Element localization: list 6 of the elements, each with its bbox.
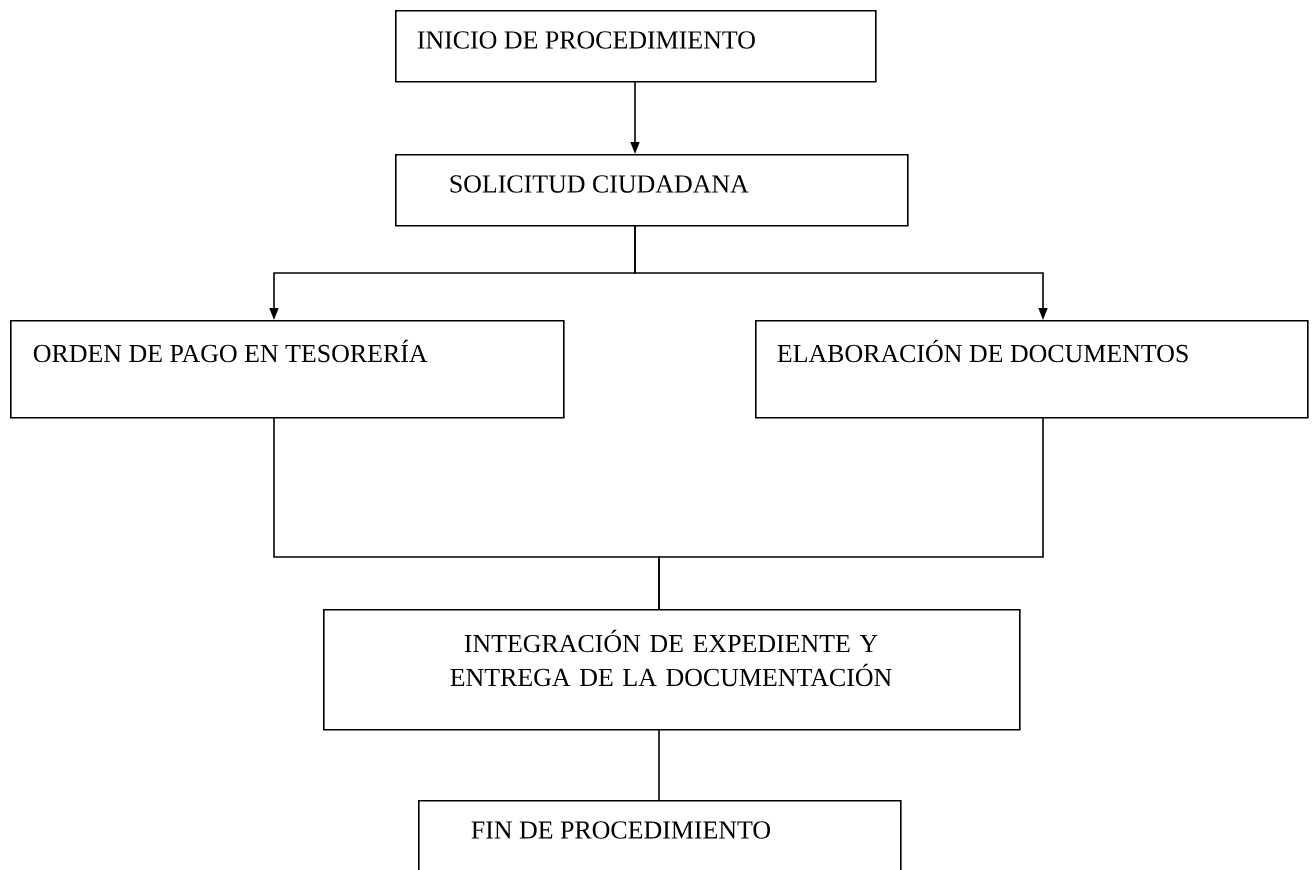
process-box: FIN DE PROCEDIMIENTO [418, 800, 902, 870]
process-box: INICIO DE PROCEDIMIENTO [395, 10, 877, 83]
process-box: SOLICITUD CIUDADANA [395, 154, 909, 227]
process-box: ELABORACIÓN DE DOCUMENTOS [755, 320, 1309, 419]
process-box: ORDEN DE PAGO EN TESORERÍA [10, 320, 565, 419]
process-box: INTEGRACIÓN DE EXPEDIENTE Y ENTREGA DE LA DOCUMENTACIÓN [323, 609, 1021, 731]
